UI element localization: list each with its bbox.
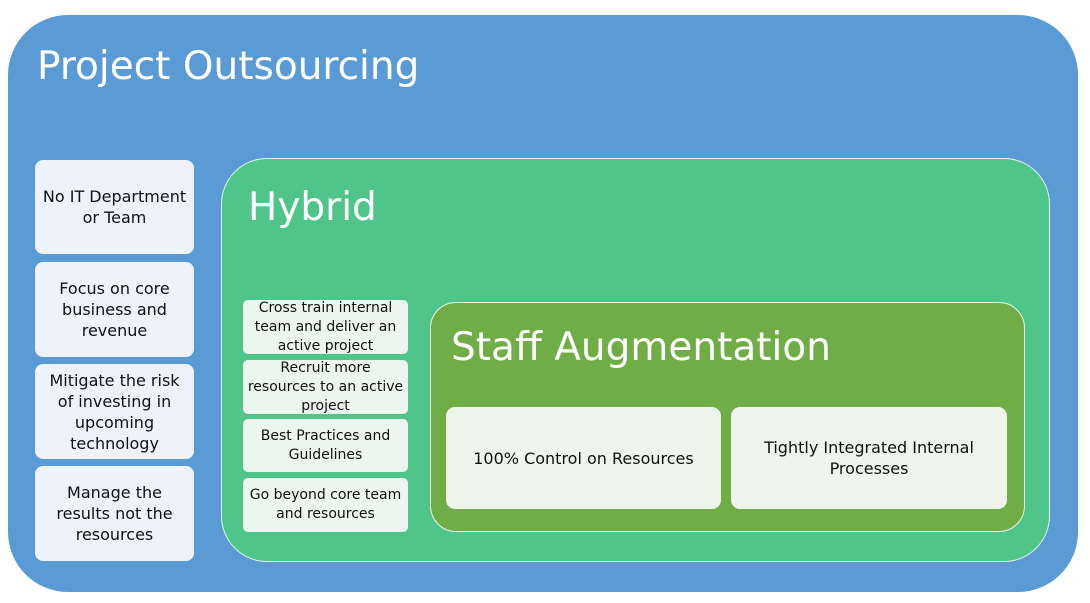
project-outsourcing-title: Project Outsourcing [37,44,420,89]
outsourcing-item: No IT Department or Team [35,160,194,254]
hybrid-item: Best Practices and Guidelines [243,419,408,472]
staff-augmentation-item: Tightly Integrated Internal Processes [731,407,1007,509]
staff-augmentation-title: Staff Augmentation [451,325,831,370]
hybrid-item: Cross train internal team and deliver an… [243,300,408,354]
staff-augmentation-item: 100% Control on Resources [446,407,721,509]
outsourcing-item: Focus on core business and revenue [35,262,194,357]
outsourcing-item: Manage the results not the resources [35,466,194,561]
hybrid-item: Go beyond core team and resources [243,478,408,532]
outsourcing-item: Mitigate the risk of investing in upcomi… [35,364,194,459]
hybrid-title: Hybrid [248,185,377,230]
hybrid-item: Recruit more resources to an active proj… [243,360,408,414]
